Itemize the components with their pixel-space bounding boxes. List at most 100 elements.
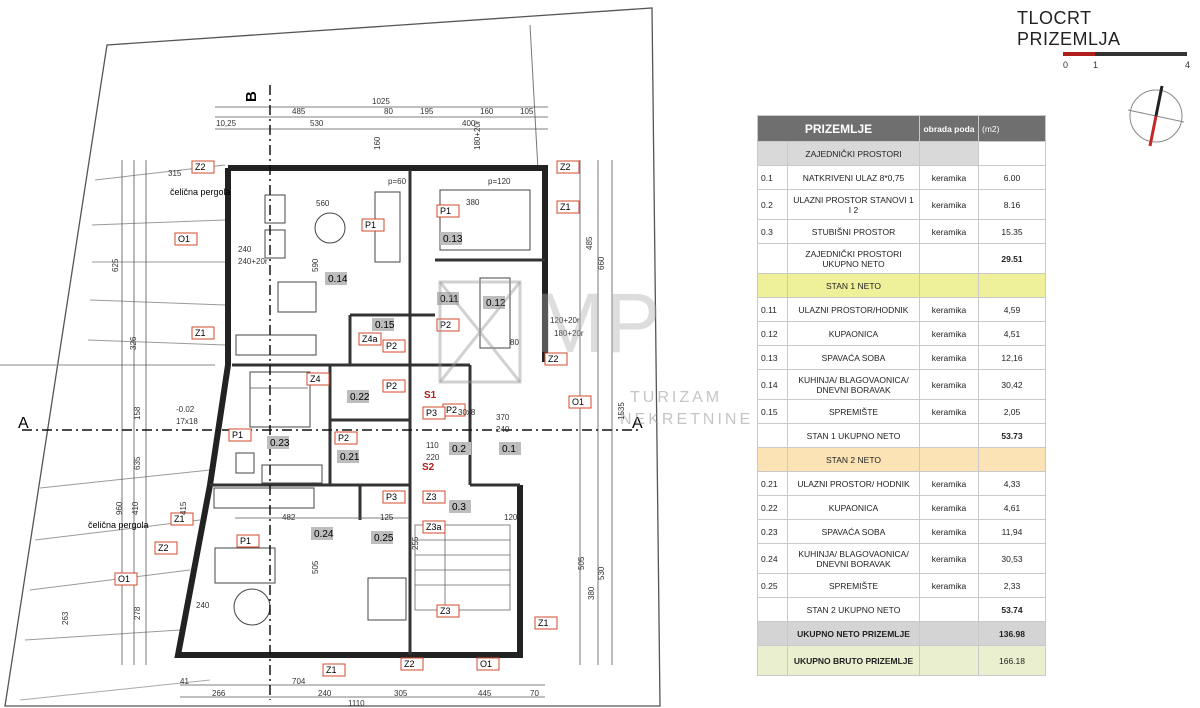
element-tag: Z3 bbox=[440, 606, 451, 616]
dimension-label: 370 bbox=[496, 413, 510, 422]
room-area: 4,51 bbox=[978, 321, 1046, 346]
dimension-label: 625 bbox=[111, 258, 120, 272]
element-tag-box bbox=[154, 541, 178, 555]
dimension-label: 263 bbox=[61, 611, 70, 625]
section-cell bbox=[978, 447, 1046, 472]
room-area: 2,33 bbox=[978, 573, 1046, 598]
element-tag-box bbox=[361, 218, 385, 232]
scale-tick: 4 bbox=[1185, 60, 1191, 70]
total-cell bbox=[757, 621, 788, 646]
total-cell bbox=[919, 645, 979, 676]
element-tag-box bbox=[322, 663, 346, 677]
total-cell bbox=[919, 621, 979, 646]
element-tag: P2 bbox=[446, 405, 457, 415]
element-tag: Z4 bbox=[310, 374, 321, 384]
element-tag-box bbox=[422, 490, 446, 504]
grand-gross-area: 166.18 bbox=[978, 645, 1046, 676]
room-name: SPAVAĆA SOBA bbox=[787, 345, 920, 370]
total-cell bbox=[919, 423, 979, 448]
room-area: 30,42 bbox=[978, 369, 1046, 400]
total-cell bbox=[757, 423, 788, 448]
total-cell bbox=[919, 597, 979, 622]
room-area: 2,05 bbox=[978, 399, 1046, 424]
header-floor-finish: obrada poda bbox=[919, 115, 979, 142]
room-area: 30,53 bbox=[978, 543, 1046, 574]
element-tag: Z1 bbox=[174, 514, 185, 524]
element-tag: Z1 bbox=[560, 202, 571, 212]
floor-finish: keramika bbox=[919, 543, 979, 574]
element-tag-box bbox=[534, 616, 558, 630]
dimension-label: 266 bbox=[212, 689, 226, 698]
dimension-label: 380 bbox=[587, 586, 596, 600]
room-number: 0.13 bbox=[757, 345, 788, 370]
dimension-label: 180+20r bbox=[473, 120, 482, 150]
dimension-label: 160 bbox=[373, 136, 382, 150]
element-tag-box bbox=[556, 200, 580, 214]
element-tag-box bbox=[306, 372, 330, 386]
element-tag: P2 bbox=[386, 341, 397, 351]
scale-bar-red bbox=[1063, 52, 1095, 56]
element-tag-box bbox=[568, 395, 592, 409]
element-tag: Z2 bbox=[548, 354, 559, 364]
element-tag: Z1 bbox=[538, 618, 549, 628]
header-unit: (m2) bbox=[978, 115, 1046, 142]
section-cell bbox=[757, 273, 788, 298]
element-tag-box bbox=[422, 406, 446, 420]
total-cell bbox=[919, 243, 979, 274]
dimension-label: 80 bbox=[384, 107, 393, 116]
element-tag: Z1 bbox=[326, 665, 337, 675]
element-tag-box bbox=[358, 332, 382, 346]
section-total-label: STAN 1 UKUPNO NETO bbox=[787, 423, 920, 448]
grand-gross-label: UKUPNO BRUTO PRIZEMLJE bbox=[787, 645, 920, 676]
element-tag: Z2 bbox=[404, 659, 415, 669]
room-number: 0.24 bbox=[757, 543, 788, 574]
dimension-label: 1110 bbox=[348, 699, 365, 708]
dimension-label: 1025 bbox=[372, 97, 390, 106]
element-tag-box bbox=[228, 428, 252, 442]
section-cell bbox=[978, 141, 1046, 166]
element-tag-box bbox=[556, 160, 580, 174]
dimension-label: 315 bbox=[168, 169, 182, 178]
room-badge: 0.24 bbox=[314, 529, 334, 540]
dimension-label: 240+20r bbox=[238, 257, 268, 266]
floor-finish: keramika bbox=[919, 495, 979, 520]
element-tag-box bbox=[191, 160, 215, 174]
dimension-label: 70 bbox=[530, 689, 539, 698]
section-total-area: 53.74 bbox=[978, 597, 1046, 622]
dimension-label: 960 bbox=[115, 501, 124, 515]
element-tag-box bbox=[174, 232, 198, 246]
room-number: 0.25 bbox=[757, 573, 788, 598]
dimension-label: 380 bbox=[466, 198, 480, 207]
dimension-label: 80 bbox=[510, 338, 519, 347]
dimension-label: 505 bbox=[311, 560, 320, 574]
section-total-area: 29.51 bbox=[978, 243, 1046, 274]
stair-mark: S2 bbox=[422, 462, 435, 473]
room-number: 0.22 bbox=[757, 495, 788, 520]
room-badge: 0.23 bbox=[270, 438, 290, 449]
dimension-label: 485 bbox=[292, 107, 306, 116]
room-number: 0.3 bbox=[757, 219, 788, 244]
section-mark-a-left: A bbox=[18, 415, 29, 432]
floor-finish: keramika bbox=[919, 369, 979, 400]
dimension-label: 305 bbox=[394, 689, 408, 698]
section-cell bbox=[757, 141, 788, 166]
dimension-label: p=120 bbox=[488, 177, 511, 186]
dimension-label: 278 bbox=[133, 606, 142, 620]
element-tag: P2 bbox=[338, 433, 349, 443]
room-name: SPAVAĆA SOBA bbox=[787, 519, 920, 544]
boundary-line bbox=[529, 24, 539, 171]
element-tag-box bbox=[436, 318, 460, 332]
room-name: KUPAONICA bbox=[787, 495, 920, 520]
grand-gross-row: UKUPNO BRUTO PRIZEMLJE 166.18 bbox=[757, 645, 1046, 676]
room-name: NATKRIVENI ULAZ 8*0,75 bbox=[787, 165, 920, 190]
section-title-row: STAN 2 NETO bbox=[757, 447, 1046, 472]
room-number: 0.14 bbox=[757, 369, 788, 400]
